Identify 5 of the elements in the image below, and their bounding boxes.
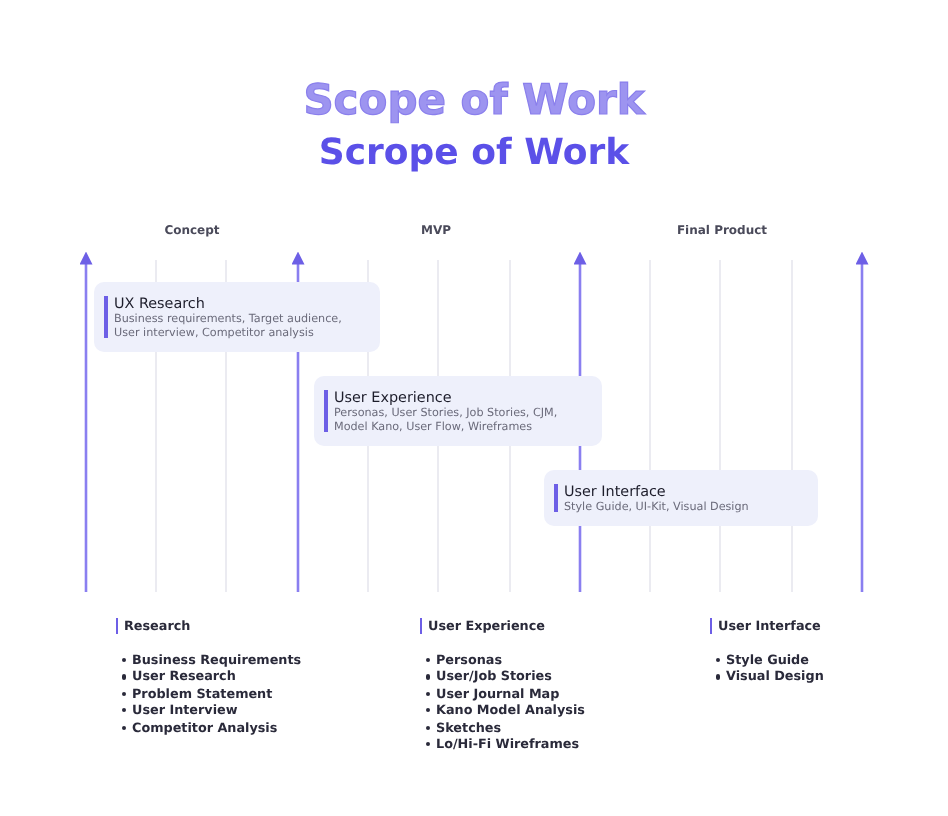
task-card: [544, 470, 818, 526]
background-heading: Scope of Work: [301, 76, 647, 126]
task-card: [94, 282, 380, 352]
title: Scrope of Work: [316, 132, 632, 174]
task-card: [314, 376, 602, 446]
